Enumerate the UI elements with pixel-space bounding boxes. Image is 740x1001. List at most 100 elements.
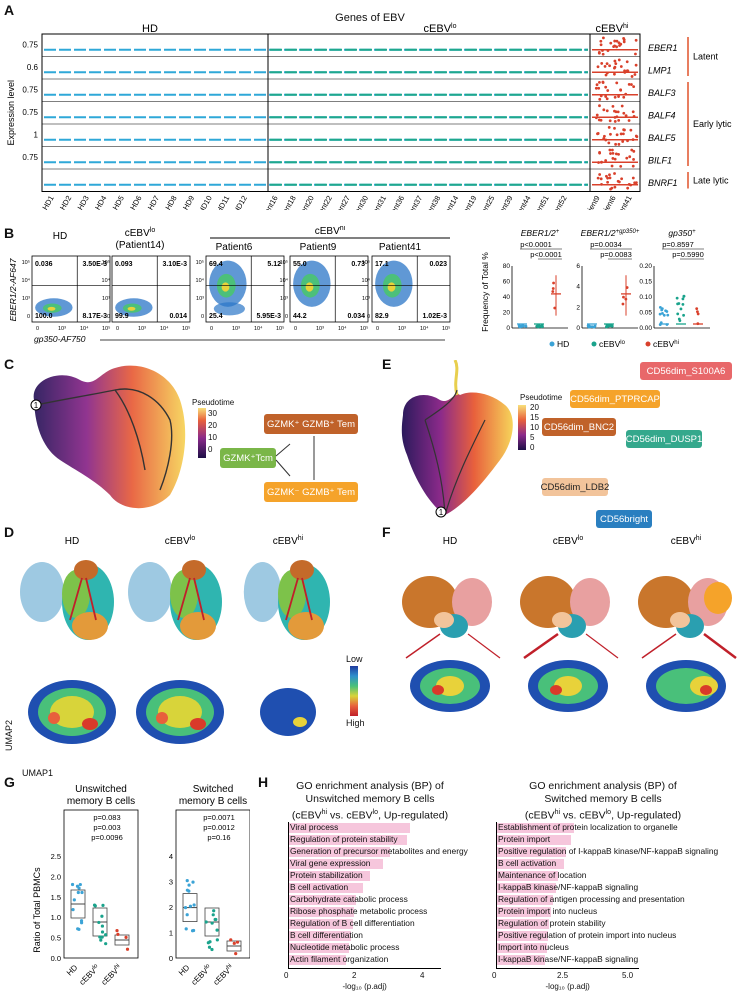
cell-dot [634, 52, 637, 56]
y-tick: 10⁵ [102, 259, 110, 266]
cell-dot [610, 164, 614, 168]
x-label: cEBVlo [190, 963, 214, 987]
go-term: I-kappaB kinase/NF-kappaB signaling [498, 954, 639, 964]
cell-dot [600, 160, 604, 164]
p-value: p=0.083 [93, 813, 120, 822]
node-bnc2: CD56dim_BNC2 [542, 418, 616, 436]
cell-dot [605, 62, 609, 66]
sample-point [234, 952, 238, 956]
density [82, 718, 98, 730]
x-tick: 10⁵ [360, 325, 368, 332]
cell-dot [625, 69, 629, 73]
quad-ll: 100.0 [35, 313, 53, 320]
y-tick: 10⁵ [280, 259, 288, 266]
t: vs. cEBV [560, 809, 606, 822]
t: lo [605, 809, 612, 816]
cell-dot [599, 94, 603, 98]
sub-title: memory B cells [67, 796, 135, 807]
cell-dot [608, 176, 612, 180]
y-tick: 4 [576, 284, 580, 291]
x-tick: 10⁴ [160, 325, 169, 332]
trajectory-arrow [585, 633, 619, 659]
y-tick: 10⁴ [280, 277, 289, 284]
cell-dot [609, 187, 612, 191]
go-bar [288, 943, 350, 953]
stat-point [682, 313, 685, 317]
trajectory-arrow [85, 577, 97, 621]
legend-dot [645, 341, 651, 347]
sample-point [100, 930, 105, 934]
cell-dot [617, 152, 620, 156]
sample-point [210, 921, 214, 925]
y-tick: 0 [285, 314, 288, 320]
cell-dot [604, 73, 608, 77]
cell-dot [596, 132, 599, 136]
x-tick: 10⁴ [254, 325, 263, 332]
plot-frame [175, 809, 250, 959]
y-tick: 0.00 [639, 325, 652, 332]
y-tick: 60 [503, 279, 511, 286]
sample-point [184, 927, 188, 931]
y-tick: 10⁵ [196, 259, 204, 266]
x-tick: 10⁵ [442, 325, 450, 332]
cell-dot [604, 85, 608, 89]
go-bar [288, 835, 407, 845]
sample-point [97, 920, 101, 925]
cell-dot [603, 64, 607, 68]
sample-point [100, 914, 104, 918]
x-label: -log₁₀ (p.adj) [545, 982, 590, 991]
t: , Up-regulated) [378, 809, 449, 822]
cell-dot [604, 95, 608, 98]
stat-point [536, 324, 540, 328]
cell-dot [613, 185, 617, 189]
cell-dot [634, 134, 638, 138]
cell-dot [632, 149, 636, 153]
stat-point [681, 297, 685, 301]
umap-title: cEBVhi [671, 535, 702, 547]
cell-dot [627, 119, 631, 122]
trajectory-arrow [193, 577, 205, 621]
cell-dot [601, 49, 604, 52]
go-bar [288, 859, 384, 869]
density-blob [213, 302, 245, 316]
panel-a-title: Genes of EBV [335, 12, 405, 24]
go-term: B cell activation [290, 882, 349, 892]
p-value: p=0.0071 [203, 813, 235, 822]
cell-dot [630, 75, 634, 78]
quad-ur: 3.50E-3 [82, 261, 107, 268]
cell-dot [624, 114, 628, 118]
go-term: B cell differentiation [290, 930, 363, 940]
cell-dot [613, 95, 617, 99]
sample-point [191, 928, 196, 933]
y-tick: 10³ [196, 296, 204, 302]
cell-dot [616, 110, 620, 114]
stat-point [658, 312, 662, 316]
sample-label: Patient16 [256, 194, 280, 210]
cell-dot [617, 41, 621, 45]
sample-label: HD10 [196, 194, 213, 210]
sample-label: HD5 [111, 194, 126, 210]
quad-ll: 44.2 [293, 313, 307, 320]
cell-dot [598, 80, 601, 84]
x-tick: 10³ [58, 326, 66, 332]
flow-y-label: EBER1/2-AF647 [8, 258, 18, 321]
go-bar [496, 835, 572, 845]
sample-point [104, 942, 108, 946]
go-term: Carbohydrate catabolic process [290, 894, 408, 904]
y-tick: 10³ [280, 296, 288, 302]
density [550, 685, 562, 695]
sample-point [187, 883, 191, 887]
x-tick: 10⁴ [80, 325, 89, 332]
cell-dot [595, 83, 599, 87]
gene-label: BALF4 [648, 110, 676, 120]
gene-label: BILF1 [648, 155, 672, 165]
go-bar [288, 847, 390, 857]
cell-dot [612, 45, 616, 49]
cell-dot [614, 142, 618, 146]
go-term: Ribose phosphate metabolic process [290, 906, 428, 916]
cell-dot [622, 111, 626, 115]
node-ldb2: CD56dim_LDB2 [541, 478, 609, 496]
sample-point [185, 879, 189, 883]
